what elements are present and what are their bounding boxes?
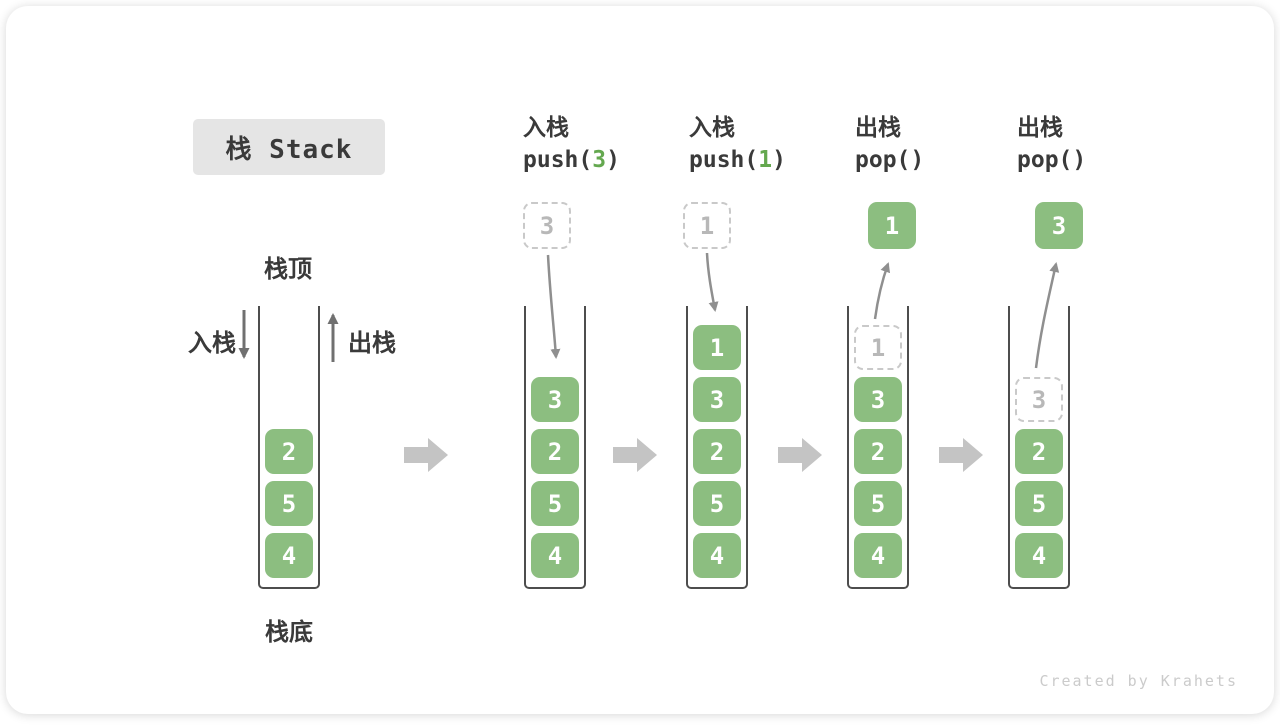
floating-value-box-popped: 1 <box>868 202 916 249</box>
stack-element: 1 <box>693 325 741 370</box>
operation-label: 出栈 <box>855 115 901 141</box>
code-argument: 3 <box>592 147 607 173</box>
stack-top-label: 栈顶 <box>264 255 312 283</box>
code-argument: 1 <box>758 147 773 173</box>
diagram-card: 栈 Stack 栈顶 栈底 入栈 出栈 入栈 push(3) 入栈 push(1… <box>6 6 1274 714</box>
page-title: 栈 Stack <box>225 134 353 165</box>
stack-element: 4 <box>854 533 902 578</box>
stack-element: 2 <box>854 429 902 474</box>
transition-arrow <box>404 438 448 472</box>
stack-element: 4 <box>265 533 313 578</box>
stack-container-pop1: 1 3 2 5 4 <box>847 306 909 589</box>
operation-label: 出栈 <box>1017 115 1063 141</box>
stack-element: 5 <box>1015 481 1063 526</box>
stack-container-after-push3: 3 2 5 4 <box>524 306 586 589</box>
column-header-push1: 入栈 push(1) <box>689 112 786 176</box>
stack-container-pop3: 3 2 5 4 <box>1008 306 1070 589</box>
stack-element: 5 <box>265 481 313 526</box>
title-box: 栈 Stack <box>193 119 385 175</box>
stack-element: 3 <box>693 377 741 422</box>
stack-element: 4 <box>693 533 741 578</box>
pop-direction-label: 出栈 <box>348 329 396 357</box>
stack-bottom-label: 栈底 <box>265 618 313 646</box>
transition-arrow <box>778 438 822 472</box>
transition-arrow <box>939 438 983 472</box>
stack-element-removed: 3 <box>1015 377 1063 422</box>
stack-element: 4 <box>531 533 579 578</box>
arrows-overlay <box>238 252 1060 472</box>
column-header-pop3: 出栈 pop() <box>1017 112 1086 176</box>
stack-element: 2 <box>693 429 741 474</box>
stack-element: 2 <box>1015 429 1063 474</box>
stack-element: 5 <box>531 481 579 526</box>
credit-text: Created by Krahets <box>1039 672 1238 690</box>
stack-element-removed: 1 <box>854 325 902 370</box>
column-header-push3: 入栈 push(3) <box>523 112 620 176</box>
operation-code: push(3) <box>523 147 620 173</box>
stack-element: 5 <box>854 481 902 526</box>
stack-element: 3 <box>854 377 902 422</box>
floating-value-box-dashed: 1 <box>683 202 731 249</box>
stack-element: 2 <box>531 429 579 474</box>
stack-container-after-push1: 1 3 2 5 4 <box>686 306 748 589</box>
operation-code: pop() <box>1017 147 1087 173</box>
operation-code: push(1) <box>689 147 786 173</box>
push-direction-label: 入栈 <box>188 329 236 357</box>
operation-code: pop() <box>855 147 925 173</box>
stack-element: 3 <box>531 377 579 422</box>
floating-value-box-popped: 3 <box>1035 202 1083 249</box>
transition-arrow <box>613 438 657 472</box>
push1-arrow <box>705 252 719 312</box>
stack-container-initial: 2 5 4 <box>258 306 320 589</box>
floating-value-box-dashed: 3 <box>523 202 571 249</box>
stack-element: 4 <box>1015 533 1063 578</box>
stack-element: 5 <box>693 481 741 526</box>
stack-element: 2 <box>265 429 313 474</box>
operation-label: 入栈 <box>523 115 569 141</box>
column-header-pop1: 出栈 pop() <box>855 112 924 176</box>
operation-label: 入栈 <box>689 115 735 141</box>
